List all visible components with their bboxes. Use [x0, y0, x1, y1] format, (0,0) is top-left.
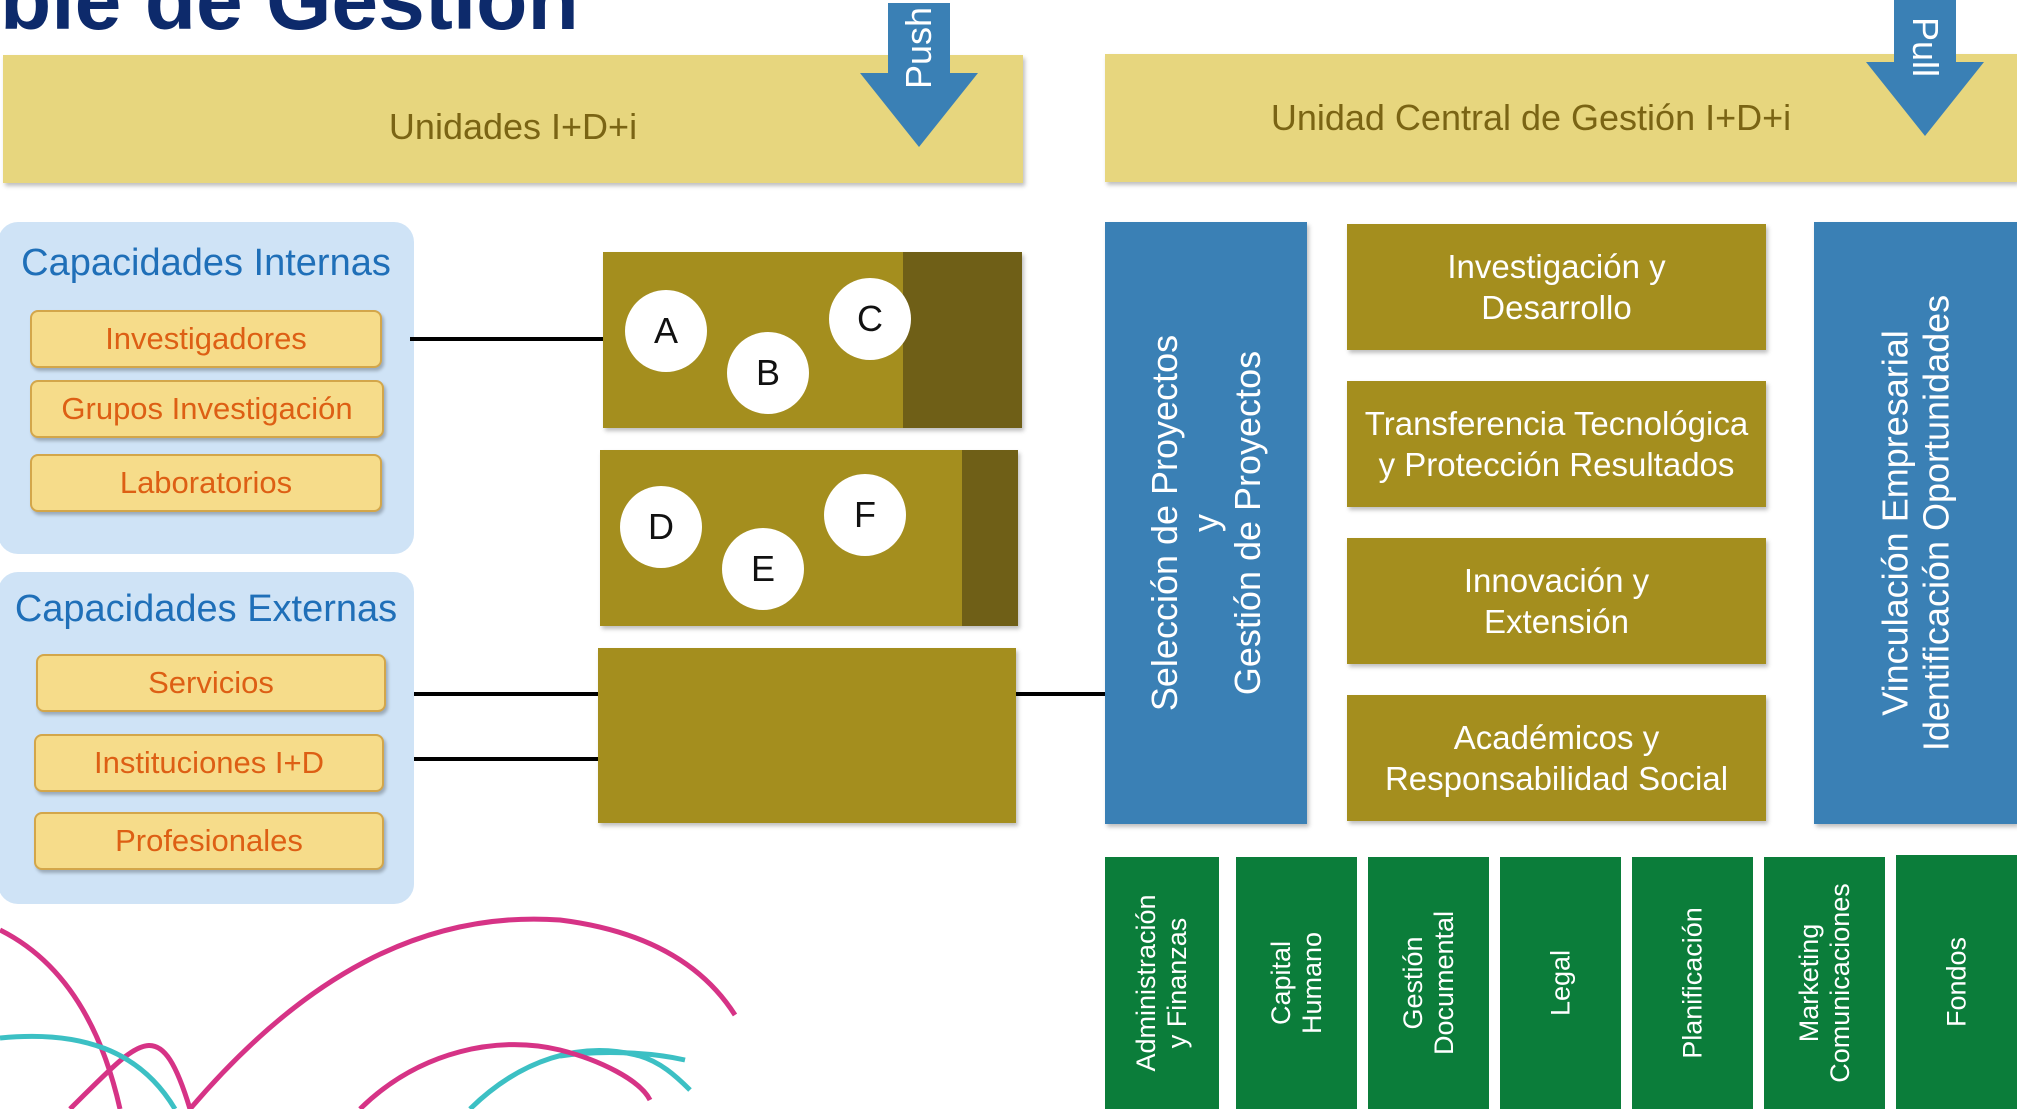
- page-title: ble de Gestión: [0, 0, 579, 47]
- pull-label: Pull: [1905, 16, 1946, 78]
- unit-circle-a: A: [625, 290, 707, 372]
- pull-arrow-icon: Pull: [1866, 0, 1984, 136]
- project-selection-column: Selección de Proyectos y Gestión de Proy…: [1105, 222, 1307, 824]
- pill-profesionales: Profesionales: [34, 812, 384, 870]
- unit-circle-f: F: [824, 474, 906, 556]
- box-fondos: Fondos: [1896, 855, 2017, 1109]
- unit-circle-b: B: [727, 332, 809, 414]
- internal-capacities-panel: Capacidades Internas Investigadores Grup…: [0, 222, 414, 554]
- unit-box-strip: [903, 252, 1022, 428]
- right-header-label: Unidad Central de Gestión I+D+i: [1270, 97, 1792, 138]
- connector-line-internal: [410, 337, 605, 341]
- pill-investigadores: Investigadores: [30, 310, 382, 368]
- external-capacities-panel: Capacidades Externas Servicios Instituci…: [0, 572, 414, 904]
- business-linkage-column: Vinculación Empresarial Identificación O…: [1814, 222, 2017, 824]
- box-legal: Legal: [1500, 857, 1621, 1109]
- unit-box-abc: A B C: [603, 252, 1022, 428]
- connector-line-instituciones: [414, 757, 599, 761]
- left-header-bar: Unidades I+D+i: [3, 55, 1023, 183]
- unit-box-empty: [598, 648, 1016, 823]
- unit-circle-c: C: [829, 278, 911, 360]
- unit-box-strip: [962, 450, 1018, 626]
- right-header-bar: Unidad Central de Gestión I+D+i: [1105, 54, 2017, 182]
- unit-circle-d: D: [620, 486, 702, 568]
- push-arrow-icon: Push: [860, 3, 978, 147]
- box-planificacion: Planificación: [1632, 857, 1753, 1109]
- pill-servicios: Servicios: [36, 654, 386, 712]
- push-label: Push: [898, 6, 939, 90]
- decorative-curves: [0, 916, 738, 1109]
- left-header-label: Unidades I+D+i: [388, 106, 638, 147]
- pill-grupos-investigacion: Grupos Investigación: [30, 380, 384, 438]
- pill-instituciones: Instituciones I+D: [34, 734, 384, 792]
- unit-box-def: D E F: [600, 450, 1018, 626]
- internal-panel-title: Capacidades Internas: [21, 242, 391, 284]
- business-linkage-text: Vinculación Empresarial Identificación O…: [1874, 294, 1957, 752]
- unit-circle-e: E: [722, 528, 804, 610]
- project-selection-text: Selección de Proyectos y Gestión de Proy…: [1143, 334, 1268, 712]
- pill-laboratorios: Laboratorios: [30, 454, 382, 512]
- external-panel-title: Capacidades Externas: [14, 588, 398, 630]
